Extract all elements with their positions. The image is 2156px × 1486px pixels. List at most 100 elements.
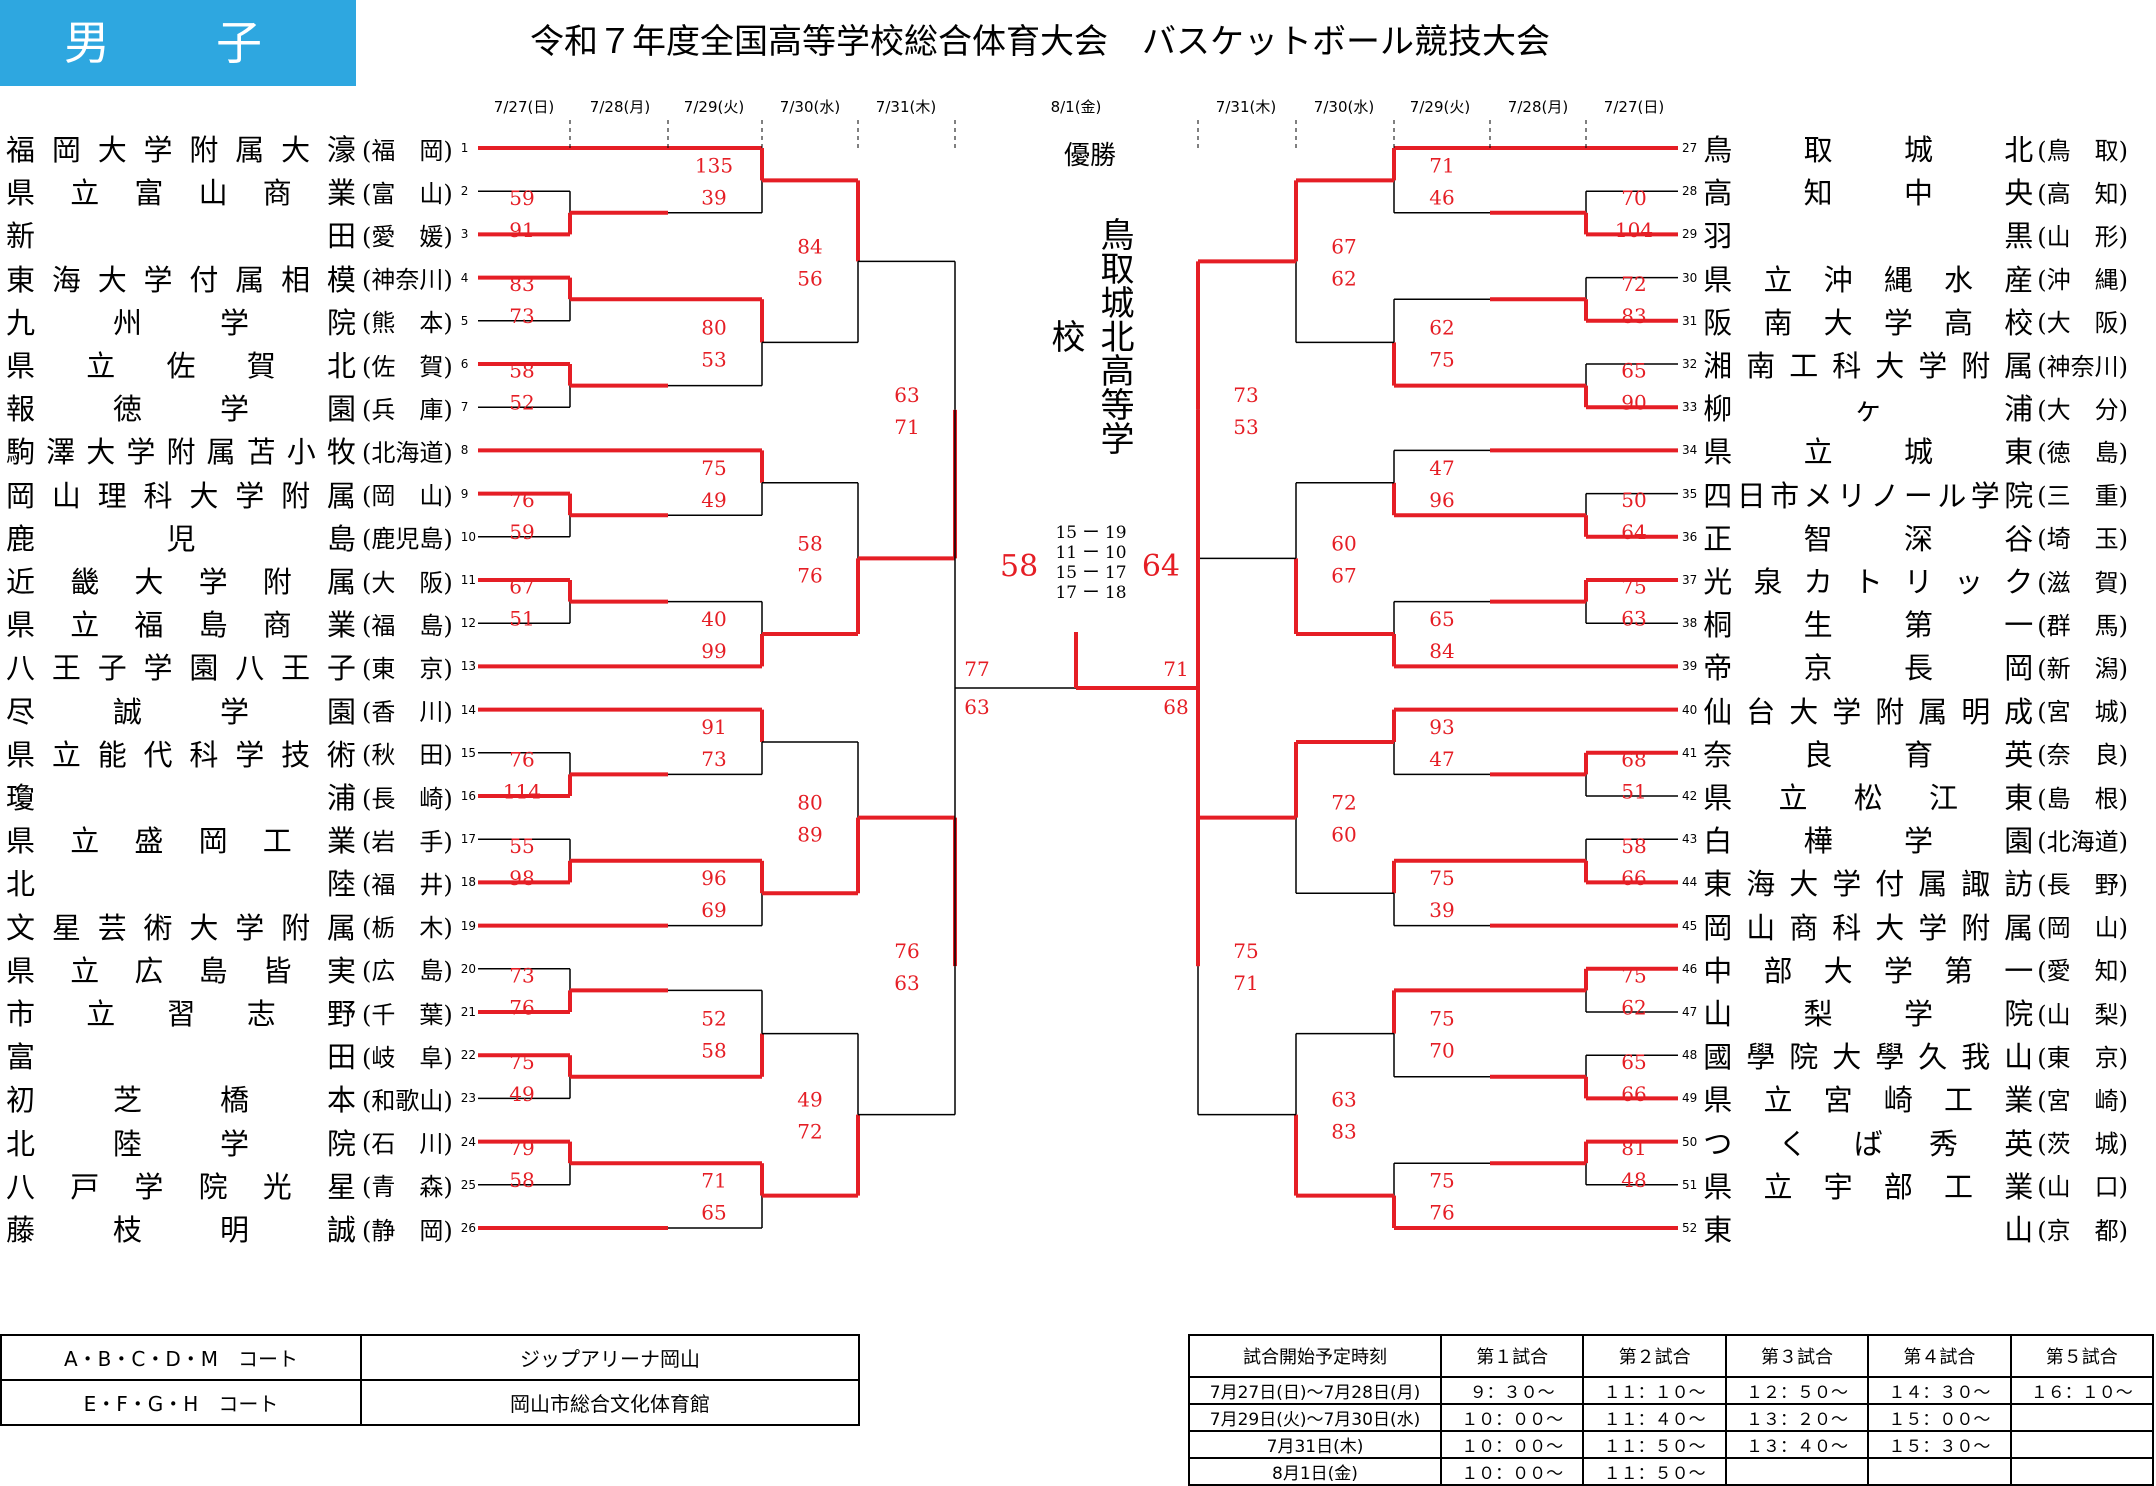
team-name-char: 属 bbox=[2004, 910, 2034, 945]
team-name-char: 立 bbox=[1763, 262, 1793, 297]
match-score: 51 bbox=[1621, 779, 1646, 803]
venue-courts: E・F・G・H コート bbox=[0, 1379, 362, 1426]
team-name-char: 業 bbox=[326, 824, 356, 859]
team-name: 鹿児島 bbox=[6, 516, 356, 558]
team-prefecture: (島 根) bbox=[2037, 784, 2129, 813]
team-prefecture: (長 野) bbox=[2037, 870, 2129, 899]
team-name-char: 工 bbox=[1789, 349, 1819, 383]
team-name-char: 日 bbox=[1736, 478, 1766, 513]
team-prefecture: (東 京) bbox=[362, 654, 453, 683]
schedule-cell bbox=[1724, 1457, 1870, 1486]
team-name-char: 誠 bbox=[112, 694, 142, 729]
team-name-char: 沖 bbox=[1823, 262, 1853, 297]
team-name-char: 産 bbox=[2004, 262, 2034, 297]
team-name-char: 北 bbox=[2004, 133, 2034, 167]
team-name-char: 学 bbox=[219, 1126, 249, 1161]
team-name-char: 学 bbox=[219, 694, 249, 729]
team-row: 県立盛岡工業(岩 手)17 bbox=[6, 818, 476, 860]
team-name: 光泉カトリック bbox=[1703, 559, 2033, 601]
team-prefecture: (山 口) bbox=[2037, 1173, 2129, 1202]
team-seed-number: 37 bbox=[1682, 573, 1698, 587]
team-name-char: く bbox=[1778, 1126, 1808, 1161]
schedule-cell bbox=[2009, 1457, 2155, 1486]
team-name: 北陸 bbox=[6, 861, 356, 903]
team-name-char: 王 bbox=[51, 651, 81, 686]
team-seed-number: 23 bbox=[460, 1091, 477, 1106]
team-name: 東海大学付属相模 bbox=[6, 257, 356, 299]
schedule-cell: １１：１０～ bbox=[1582, 1376, 1727, 1405]
schedule-header: 第４試合 bbox=[1867, 1334, 2012, 1378]
team-name-char: 島 bbox=[198, 953, 228, 988]
team-name-char: 奈 bbox=[1703, 737, 1733, 772]
team-name-char: 立 bbox=[70, 824, 100, 859]
match-score: 63 bbox=[894, 971, 919, 995]
champion-box: 優勝 鳥取城北高等学校 bbox=[1030, 135, 1150, 466]
schedule-header: 第１試合 bbox=[1439, 1334, 1585, 1378]
team-prefecture: (広 島) bbox=[362, 957, 453, 986]
team-name-char: 子 bbox=[97, 651, 127, 686]
date-label: 7/29(火) bbox=[684, 98, 744, 116]
team-seed-number: 29 bbox=[1682, 227, 1698, 242]
team-seed-number: 43 bbox=[1682, 832, 1698, 847]
schedule-cell: １３：２０～ bbox=[1724, 1403, 1870, 1432]
team-name-char: 城 bbox=[1903, 133, 1933, 167]
team-name-char: 城 bbox=[1903, 435, 1933, 470]
schedule-header-row: 試合開始予定時刻 第１試合 第２試合 第３試合 第４試合 第５試合 bbox=[1188, 1334, 2155, 1378]
team-row: 北陸(福 井)18 bbox=[6, 861, 476, 903]
team-name-char: 田 bbox=[326, 1040, 356, 1075]
team-name-char: 台 bbox=[1746, 694, 1776, 729]
team-name-char: 立 bbox=[1803, 435, 1833, 470]
match-score: 75 bbox=[1621, 575, 1646, 599]
team-seed-number: 2 bbox=[460, 184, 469, 199]
team-name-char: 附 bbox=[262, 565, 292, 599]
team-name: つくば秀英 bbox=[1703, 1121, 2033, 1163]
schedule-cell: 7月29日(火)～7月30日(水) bbox=[1188, 1403, 1442, 1432]
team-name: 東山 bbox=[1703, 1207, 2033, 1249]
match-score: 65 bbox=[1621, 359, 1646, 383]
date-label: 7/27(日) bbox=[494, 98, 554, 116]
team-prefecture: (北海道) bbox=[2037, 827, 2129, 856]
match-score: 47 bbox=[1429, 456, 1454, 480]
team-seed-number: 42 bbox=[1682, 789, 1698, 803]
team-name: 県立宮崎工業 bbox=[1703, 1077, 2033, 1119]
match-score: 98 bbox=[509, 866, 534, 890]
team-name: 鳥取城北 bbox=[1703, 127, 2033, 169]
team-name-char: 生 bbox=[1803, 608, 1833, 643]
champion-name: 鳥取城北高等学校 bbox=[1041, 206, 1139, 466]
team-seed-number: 51 bbox=[1682, 1177, 1698, 1192]
match-score: 76 bbox=[509, 747, 534, 771]
team-row: 東海大学付属相模(神奈川)4 bbox=[6, 257, 468, 299]
team-row: 駒澤大学附属苫小牧(北海道)8 bbox=[6, 429, 468, 471]
team-seed-number: 17 bbox=[460, 832, 477, 847]
match-score: 49 bbox=[509, 1082, 534, 1106]
team-name-char: 山 bbox=[198, 176, 228, 211]
team-name-char: 県 bbox=[1703, 1083, 1733, 1118]
team-seed-number: 32 bbox=[1682, 357, 1698, 371]
team-prefecture: (徳 島) bbox=[2037, 438, 2129, 467]
team-name-char: 業 bbox=[326, 608, 356, 643]
team-name-char: 大 bbox=[134, 565, 164, 599]
team-name: 瓊浦 bbox=[6, 775, 356, 817]
match-score: 64 bbox=[1621, 520, 1646, 544]
match-score: 93 bbox=[1429, 715, 1454, 739]
match-score: 75 bbox=[1429, 866, 1454, 890]
team-name-char: 県 bbox=[6, 349, 36, 383]
team-name-char: 取 bbox=[1803, 133, 1833, 167]
team-name: 高知中央 bbox=[1703, 170, 2033, 212]
team-name-char: 属 bbox=[1918, 867, 1948, 902]
team-name-char: 正 bbox=[1703, 521, 1733, 556]
venue-table: A・B・C・D・M コート ジップアリーナ岡山 E・F・G・H コート 岡山市総… bbox=[0, 1334, 860, 1426]
team-prefecture: (大 分) bbox=[2037, 395, 2129, 424]
team-name: 山梨学院 bbox=[1703, 991, 2033, 1033]
match-score: 39 bbox=[701, 185, 726, 209]
team-seed-number: 41 bbox=[1682, 745, 1698, 760]
date-label: 7/30(水) bbox=[780, 98, 840, 116]
team-name-char: 松 bbox=[1853, 781, 1883, 815]
schedule-cell: １５：００～ bbox=[1867, 1403, 2012, 1432]
team-name: 県立福島商業 bbox=[6, 602, 356, 644]
date-label: 8/1(金) bbox=[1051, 98, 1102, 116]
team-name-char: 学 bbox=[198, 565, 228, 599]
